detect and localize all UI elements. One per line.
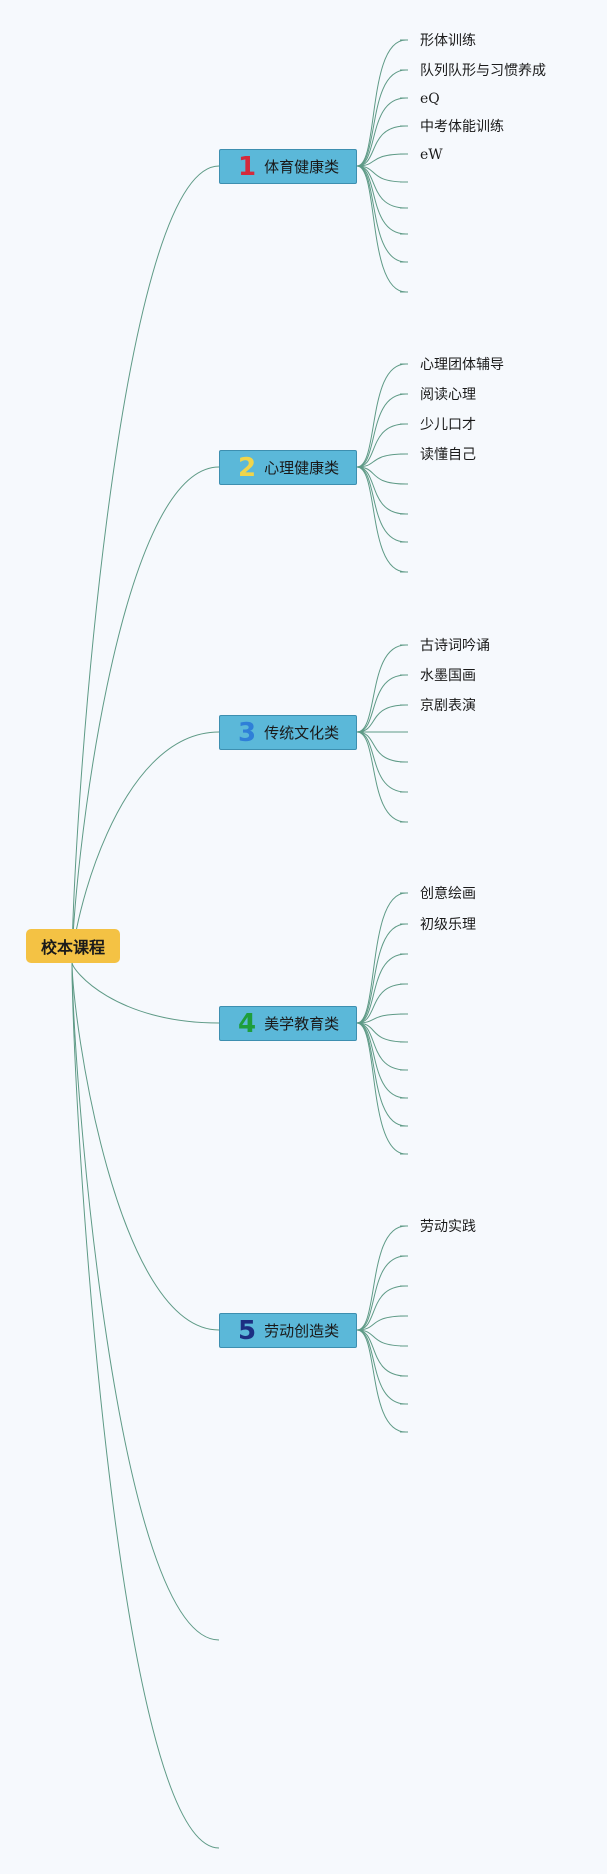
category-label-5: 劳动创造类	[264, 1322, 340, 1340]
leaf-connector	[356, 466, 407, 485]
leaf-item[interactable]: 劳动实践	[420, 1219, 476, 1235]
leaf-connector	[356, 1255, 407, 1331]
category-number-5: 5	[238, 1315, 257, 1346]
leaf-connector	[356, 165, 407, 293]
root-connector	[71, 961, 220, 1849]
leaf-item[interactable]: 心理团体辅导	[420, 357, 504, 373]
leaf-connector	[356, 1329, 407, 1377]
root-connector	[71, 961, 220, 1024]
leaf-connector	[356, 644, 407, 733]
category-label-2: 心理健康类	[264, 459, 340, 477]
category-label-3: 传统文化类	[264, 724, 340, 742]
leaf-connector	[356, 704, 407, 733]
leaf-connector	[356, 125, 407, 167]
root-connector	[71, 961, 220, 1331]
root-node[interactable]: 校本课程	[26, 929, 120, 963]
leaf-item[interactable]: 京剧表演	[420, 698, 476, 714]
leaf-item[interactable]: 初级乐理	[420, 917, 476, 933]
leaf-connector	[356, 69, 407, 167]
leaf-connector	[356, 97, 407, 167]
leaf-connector	[356, 1022, 407, 1155]
leaf-connector	[356, 1329, 407, 1433]
leaf-connector	[356, 983, 407, 1024]
leaf-connector	[356, 674, 407, 733]
leaf-connector	[356, 1022, 407, 1071]
root-connector	[71, 961, 220, 1641]
leaf-item[interactable]: 少儿口才	[420, 417, 476, 433]
category-label-1: 体育健康类	[264, 158, 340, 176]
category-label-4: 美学教育类	[264, 1015, 340, 1033]
leaf-connector	[356, 731, 407, 823]
leaf-item[interactable]: eQ	[420, 91, 440, 107]
leaf-item[interactable]: eW	[420, 147, 443, 163]
leaf-connector	[356, 953, 407, 1024]
leaf-item[interactable]: 形体训练	[420, 33, 476, 49]
leaf-item[interactable]: 创意绘画	[420, 886, 476, 902]
category-node-5[interactable]: 5 劳动创造类	[219, 1313, 357, 1348]
leaf-connector	[356, 466, 407, 543]
root-connector	[71, 731, 220, 963]
leaf-connector	[356, 363, 407, 468]
leaf-item[interactable]: 古诗词吟诵	[420, 638, 490, 654]
leaf-connector	[356, 731, 407, 763]
category-number-2: 2	[238, 452, 257, 483]
leaf-connector	[356, 39, 407, 167]
root-connector	[71, 165, 220, 963]
leaf-connector	[356, 1329, 407, 1347]
leaf-connector	[356, 923, 407, 1024]
leaf-item[interactable]: 中考体能训练	[420, 119, 504, 135]
root-connector	[71, 466, 220, 963]
leaf-connector	[356, 466, 407, 573]
leaf-connector	[356, 1225, 407, 1331]
category-node-4[interactable]: 4 美学教育类	[219, 1006, 357, 1041]
leaf-connector	[356, 153, 407, 167]
leaf-connector	[356, 393, 407, 468]
leaf-connector	[356, 453, 407, 468]
leaf-connector	[356, 731, 407, 793]
leaf-connector	[356, 1013, 407, 1024]
category-node-2[interactable]: 2 心理健康类	[219, 450, 357, 485]
leaf-connector	[356, 423, 407, 468]
leaf-connector	[356, 1022, 407, 1043]
leaf-connector	[356, 165, 407, 183]
leaf-connector	[356, 1022, 407, 1127]
leaf-connector	[356, 165, 407, 235]
leaf-connector	[356, 1329, 407, 1405]
leaf-connector	[356, 1315, 407, 1331]
leaf-item[interactable]: 水墨国画	[420, 668, 476, 684]
category-number-3: 3	[238, 717, 257, 748]
leaf-connector	[356, 466, 407, 515]
category-number-1: 1	[238, 151, 257, 182]
leaf-connector	[356, 165, 407, 263]
category-number-4: 4	[238, 1008, 257, 1039]
leaf-item[interactable]: 阅读心理	[420, 387, 476, 403]
category-node-1[interactable]: 1 体育健康类	[219, 149, 357, 184]
root-label: 校本课程	[40, 938, 105, 957]
leaf-connector	[356, 1022, 407, 1099]
leaf-item[interactable]: 队列队形与习惯养成	[420, 63, 546, 79]
leaf-connector	[356, 1285, 407, 1331]
category-node-3[interactable]: 3 传统文化类	[219, 715, 357, 750]
leaf-connector	[356, 165, 407, 209]
leaf-item[interactable]: 读懂自己	[420, 447, 476, 463]
leaf-connector	[356, 892, 407, 1024]
